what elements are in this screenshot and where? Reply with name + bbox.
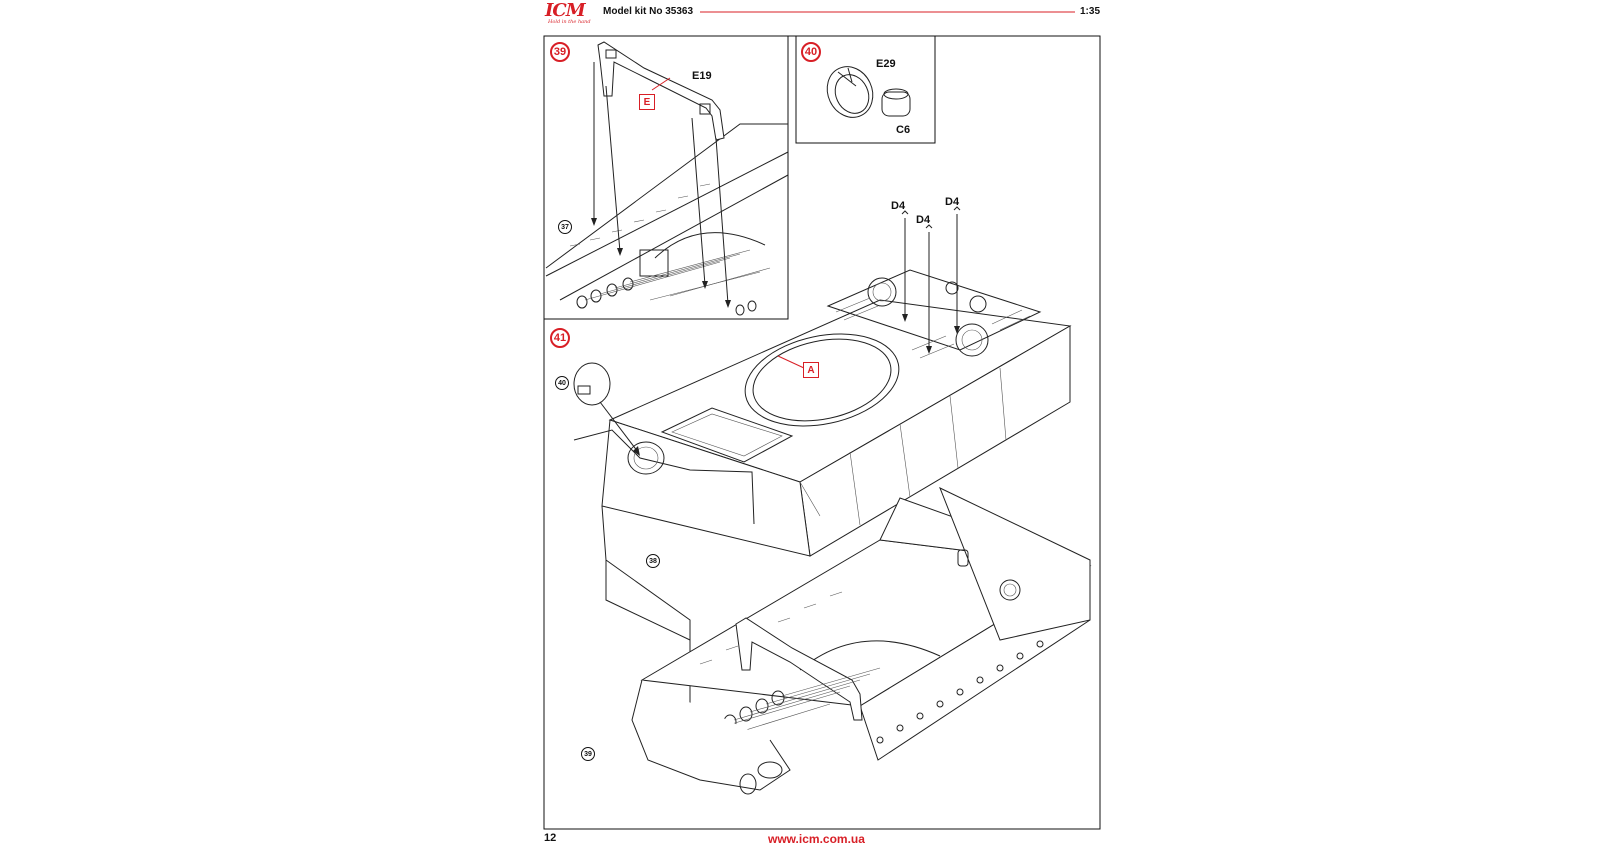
step40-parts-drawing — [826, 66, 911, 118]
step41: 41 40 38 39 D4 D4 D4 A — [544, 196, 1100, 829]
model-kit-number: Model kit No 35363 — [603, 6, 694, 17]
icm-logo: ICM — [545, 0, 586, 21]
step39-hull-drawing — [545, 41, 789, 316]
sprue-marker-a: A — [803, 362, 819, 378]
reference-step-badge-39: 39 — [581, 747, 595, 761]
part-label-d4: D4 — [891, 200, 906, 212]
website-link[interactable]: www.icm.com.ua — [768, 832, 865, 846]
step41-lower-hull-drawing — [631, 486, 1092, 795]
step-number-badge: 39 — [550, 42, 570, 62]
scale-label: 1:35 — [1080, 6, 1101, 17]
part-label-e29: E29 — [876, 58, 896, 70]
icm-logo-tagline: Hold in the hand — [548, 19, 591, 25]
part-label-d4: D4 — [945, 196, 960, 208]
page-number: 12 — [544, 832, 557, 844]
step-number-badge: 40 — [801, 42, 821, 62]
reference-step-badge-40: 40 — [555, 376, 569, 390]
reference-step-badge-38: 38 — [646, 554, 660, 568]
sprue-marker-e: E — [639, 94, 655, 110]
step41-upper-hull-drawing — [573, 206, 1072, 744]
step-number-badge: 41 — [550, 328, 570, 348]
header: ICM Hold in the hand Model kit No 35363 … — [0, 0, 1620, 26]
part-label-c6: C6 — [896, 124, 911, 136]
part-label-d4: D4 — [916, 214, 931, 226]
step39: 39 37 E19 E — [544, 36, 788, 319]
step40: 40 E29 C6 — [796, 36, 935, 143]
reference-step-badge: 37 — [558, 220, 572, 234]
part-label-e19: E19 — [692, 70, 712, 82]
